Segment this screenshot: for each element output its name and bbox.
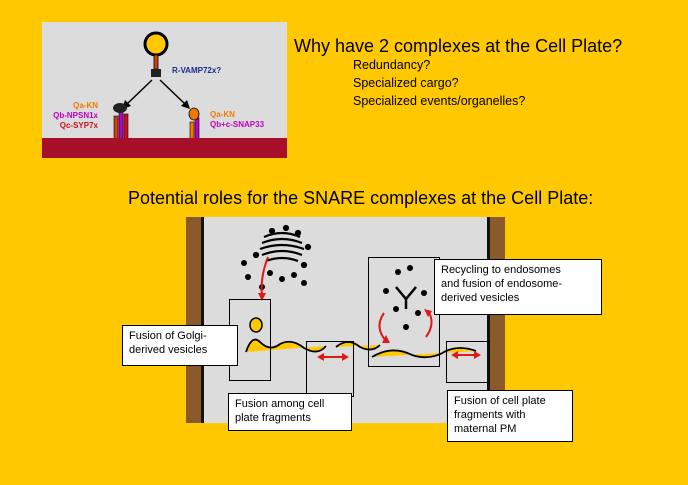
left-qa-label: Qa-KN	[73, 101, 98, 110]
callout-line: fragments with	[454, 409, 526, 421]
golgi-stack-icon	[252, 224, 312, 269]
right-qbc-label: Qb+c-SNAP33	[210, 120, 265, 129]
left-snare-complex-icon	[113, 103, 129, 142]
roles-heading: Potential roles for the SNARE complexes …	[128, 188, 594, 208]
fusing-vesicle-icon	[249, 317, 263, 333]
callout-line: Fusion of cell plate	[454, 395, 546, 407]
cell-plate-fragment	[371, 347, 477, 359]
question-bullet: Redundancy?	[353, 58, 431, 72]
vesicle-icon	[143, 31, 169, 57]
callout-line: maternal PM	[454, 423, 517, 435]
left-qc-label: Qc-SYP7x	[59, 121, 98, 130]
v-snare-icon	[153, 54, 159, 70]
callout-line: derived vesicles	[129, 344, 208, 356]
plasma-membrane-band	[42, 138, 287, 158]
question-bullet: Specialized cargo?	[353, 76, 459, 90]
callout-line: derived vesicles	[441, 292, 520, 304]
left-cell-wall	[186, 217, 204, 423]
callout-maternal: Fusion of cell plate fragments with mate…	[447, 390, 573, 442]
callout-line: Fusion among cell	[235, 398, 325, 410]
left-qb-label: Qb-NPSN1x	[53, 111, 98, 120]
callout-recycling: Recycling to endosomes and fusion of end…	[434, 259, 602, 315]
zoom-box-maternal	[446, 341, 490, 383]
callout-line: Fusion of Golgi-	[129, 330, 207, 342]
endosome-icon	[395, 286, 417, 309]
callout-among: Fusion among cell plate fragments	[228, 393, 352, 431]
callout-golgi: Fusion of Golgi- derived vesicles	[122, 325, 238, 366]
zoom-box-among	[306, 341, 354, 397]
golgi-arrow	[260, 256, 269, 298]
v-snare-anchor-icon	[151, 69, 161, 77]
cell-plate-graphic	[241, 224, 481, 361]
callout-line: plate fragments	[235, 412, 311, 424]
question-bullet: Specialized events/organelles?	[353, 94, 526, 108]
callout-line: and fusion of endosome-	[441, 278, 563, 290]
vesicle-dots	[241, 260, 307, 290]
cell-plate-fragment	[335, 341, 381, 351]
callout-line: Recycling to endosomes	[441, 264, 561, 276]
right-qa-label: Qa-KN	[210, 110, 235, 119]
vamp-label: R-VAMP72x?	[172, 66, 222, 75]
snare-complex-diagram: R-VAMP72x? Qa-KN Qb-NPSN1x Qc-SYP7x Qa-K…	[42, 22, 287, 158]
zoom-box-endosome	[368, 257, 440, 367]
right-snare-complex-icon	[188, 107, 200, 142]
question-title: Why have 2 complexes at the Cell Plate?	[294, 36, 623, 56]
